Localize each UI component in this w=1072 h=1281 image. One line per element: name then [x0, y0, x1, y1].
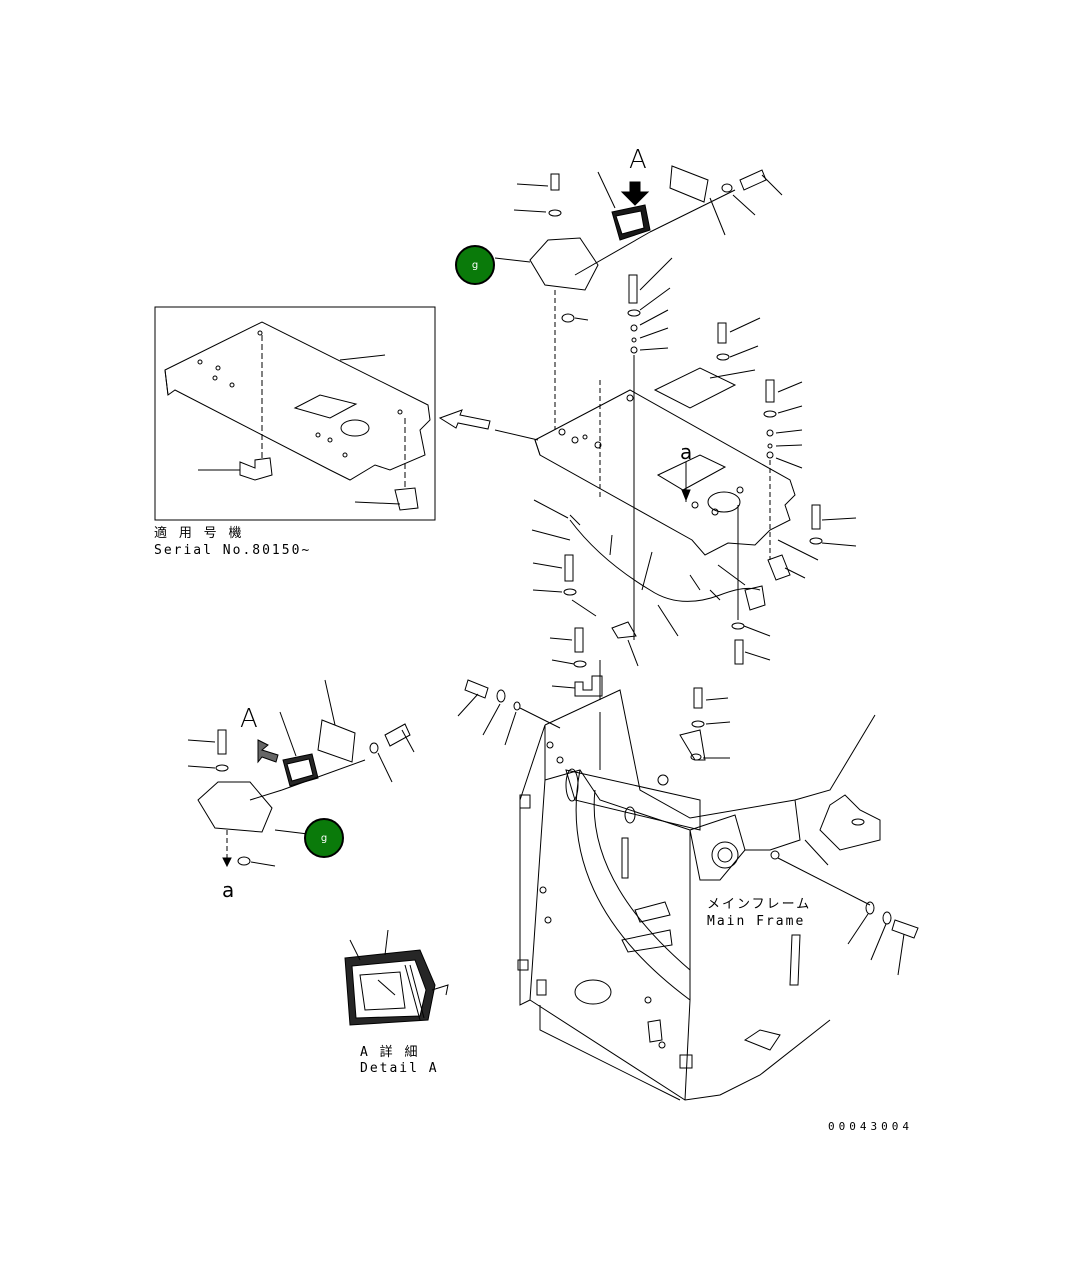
view-marker-a-upper: A	[629, 145, 647, 175]
callout-g-top[interactable]: g	[455, 245, 495, 285]
lower-lamp-assembly	[187, 679, 415, 868]
fastener-column-right	[716, 317, 857, 581]
main-frame	[457, 679, 919, 1101]
callout-g-top-label: g	[471, 259, 479, 271]
applicable-serial-jp: 適 用 号 機	[154, 526, 244, 541]
drawing-number: 00043004	[828, 1120, 913, 1133]
view-marker-a-lower: A	[240, 704, 258, 734]
upper-lamp-assembly	[494, 165, 783, 430]
main-frame-label-jp: メインフレーム	[707, 897, 812, 912]
reference-a-lower: a	[222, 878, 235, 902]
detail-a-label-jp: A 詳 細	[360, 1045, 420, 1060]
inset-variant-panel	[154, 306, 436, 521]
wiring-harness	[531, 499, 771, 700]
main-frame-label-en: Main Frame	[707, 914, 806, 929]
detail-a-lamp	[344, 929, 449, 1026]
top-cover-plate	[494, 355, 796, 640]
callout-g-bottom[interactable]: g	[304, 818, 344, 858]
detail-a-label-en: Detail A	[360, 1061, 439, 1076]
callout-g-bottom-label: g	[320, 832, 328, 844]
view-arrow	[438, 409, 491, 430]
reference-a-upper: a	[680, 440, 693, 464]
applicable-serial-en: Serial No.80150~	[154, 543, 312, 558]
